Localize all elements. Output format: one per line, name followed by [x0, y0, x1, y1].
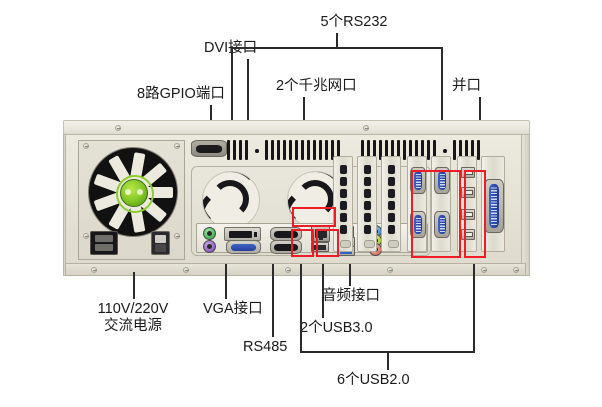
usb-card-bracket — [457, 156, 477, 252]
expansion-slot-area — [331, 156, 505, 256]
leader-rs232-left-leg — [231, 47, 233, 137]
leader-audio — [349, 264, 351, 286]
system-fan-left — [202, 171, 260, 229]
ps2-keyboard-port[interactable] — [203, 240, 216, 253]
label-rs485: RS485 — [243, 339, 288, 355]
screw — [83, 143, 89, 149]
leader-usb20-stem — [387, 351, 389, 370]
dvi-port[interactable] — [224, 227, 261, 241]
leader-power — [133, 272, 135, 299]
fan-hub — [120, 179, 148, 207]
expansion-slot-cover-2 — [357, 156, 377, 252]
vga-port[interactable] — [226, 240, 261, 254]
expansion-slot-cover-1 — [333, 156, 353, 252]
leader-vga — [225, 264, 227, 299]
label-usb20: 6个USB2.0 — [337, 372, 410, 388]
expansion-slot-cover-3 — [381, 156, 401, 252]
leader-dvi — [247, 59, 249, 169]
leader-rs232-right-leg — [441, 47, 443, 137]
chassis-bottom-rail — [65, 263, 526, 276]
label-usb30: 2个USB3.0 — [300, 320, 373, 336]
label-gpio: 8路GPIO端口 — [137, 86, 225, 102]
screw — [513, 266, 519, 273]
rs232-port-2[interactable] — [410, 211, 426, 238]
leader-rs232-stem — [336, 33, 338, 48]
parallel-port[interactable] — [484, 179, 504, 233]
rs232-port-1[interactable] — [410, 167, 426, 194]
ethernet-port-1[interactable] — [311, 226, 330, 242]
leader-rs485 — [272, 264, 274, 337]
usb2-port-6[interactable] — [461, 229, 475, 240]
power-switch[interactable] — [151, 231, 170, 255]
leader-usb30 — [322, 264, 324, 318]
screw — [91, 266, 97, 273]
label-rs232: 5个RS232 — [320, 14, 388, 30]
industrial-pc-chassis — [63, 120, 530, 276]
label-audio: 音频接口 — [322, 288, 380, 304]
psu-connector-area — [88, 231, 176, 255]
rs232-port-3[interactable] — [434, 167, 450, 194]
label-dvi: DVI接口 — [204, 40, 257, 57]
screw — [115, 125, 121, 131]
leader-usb20-right-leg — [473, 264, 475, 352]
screw — [183, 266, 189, 273]
screw — [285, 266, 291, 273]
serial-port-rs232-onboard[interactable] — [270, 227, 302, 241]
leader-usb20-left-leg — [300, 264, 302, 352]
usb2-port-4[interactable] — [461, 187, 475, 198]
rs232-port-4[interactable] — [434, 211, 450, 238]
usb2-port-2[interactable] — [311, 242, 329, 252]
screw — [363, 125, 369, 131]
power-supply-unit — [78, 140, 185, 260]
ps2-mouse-port[interactable] — [203, 227, 216, 240]
ventilation-strip — [191, 138, 515, 162]
leader-gpio — [210, 105, 212, 133]
serial-port-rs485[interactable] — [270, 240, 302, 254]
screw — [481, 266, 487, 273]
gpio-port[interactable] — [191, 140, 227, 157]
label-lan: 2个千兆网口 — [276, 78, 357, 94]
chassis-right-edge — [521, 134, 530, 276]
screw — [387, 266, 393, 273]
label-power: 110V/220V 交流电源 — [97, 301, 169, 334]
fan-ring — [116, 175, 154, 213]
serial-card-bracket-2 — [431, 156, 451, 252]
serial-card-bracket-1 — [407, 156, 427, 252]
parallel-card-bracket — [481, 156, 505, 252]
usb2-port-3[interactable] — [461, 167, 475, 178]
label-vga: VGA接口 — [203, 301, 263, 317]
psu-fan — [88, 147, 178, 237]
usb2-port-5[interactable] — [461, 209, 475, 220]
gpio-port-opening — [196, 144, 222, 153]
label-parallel: 并口 — [452, 78, 481, 94]
screw — [174, 143, 180, 149]
screw — [174, 233, 180, 239]
screw — [83, 233, 89, 239]
ac-power-socket[interactable] — [90, 231, 118, 255]
